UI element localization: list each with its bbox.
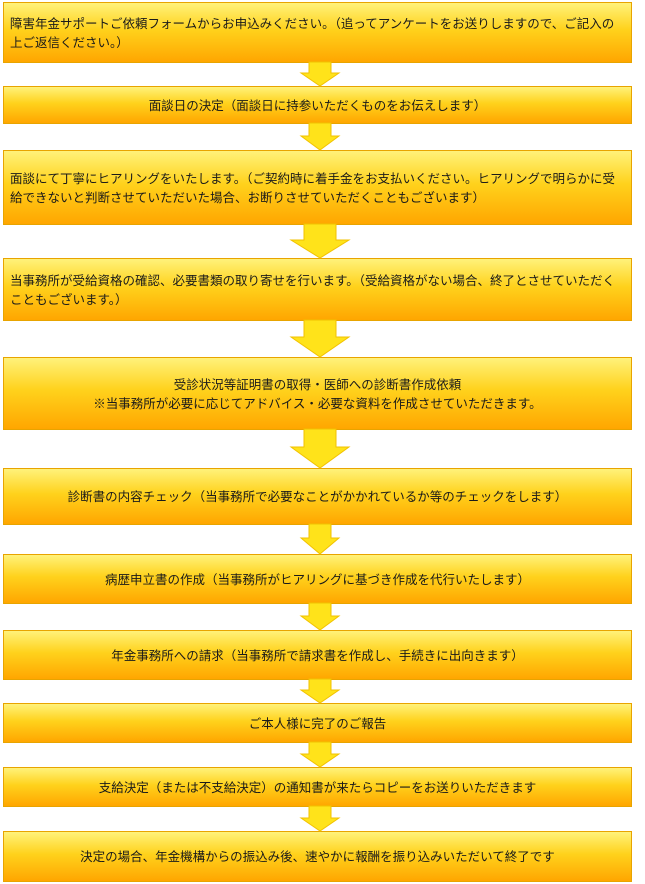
flow-step-text: 年金事務所への請求（当事務所で請求書を作成し、手続きに出向きます）	[111, 647, 524, 663]
flow-step-text: 決定の場合、年金機構からの振込み後、速やかに報酬を振り込みいただいて終了です	[80, 849, 555, 864]
flow-step-text: 面談にて丁寧にヒアリングをいたします。（ご契約時に着手金をお支払いください。ヒア…	[10, 170, 616, 205]
arrow-shape	[299, 61, 341, 87]
flow-step-text: ご本人様に完了のご報告	[248, 715, 387, 731]
flow-step-text: 障害年金サポートご依頼フォームからお申込みください。（追ってアンケートをお送りし…	[10, 15, 615, 50]
flow-step-text: 支給決定（または不支給決定）の通知書が来たらコピーをお送りいただきます	[98, 779, 537, 795]
flow-step-text: 診断書の内容チェック（当事務所で必要なことがかかれているか等のチェックをします）	[67, 489, 568, 504]
flow-step-text: 面談日の決定（面談日に持参いただくものをお伝えします）	[148, 97, 487, 113]
flow-step-3: 面談にて丁寧にヒアリングをいたします。（ご契約時に着手金をお支払いください。ヒア…	[3, 150, 632, 225]
down-arrow-icon	[299, 602, 341, 631]
down-arrow-icon	[299, 805, 341, 832]
down-arrow-icon	[299, 523, 341, 555]
arrow-shape	[299, 523, 341, 555]
down-arrow-icon	[299, 122, 341, 151]
down-arrow-icon	[289, 319, 351, 358]
arrow-shape	[299, 805, 341, 832]
flow-step-6: 診断書の内容チェック（当事務所で必要なことがかかれているか等のチェックをします）	[3, 468, 632, 525]
flow-step-5: 受診状況等証明書の取得・医師への診断書作成依頼 ※当事務所が必要に応じてアドバイ…	[3, 357, 632, 430]
arrow-shape	[289, 319, 351, 358]
flow-step-text: 受診状況等証明書の取得・医師への診断書作成依頼 ※当事務所が必要に応じてアドバイ…	[93, 376, 542, 411]
down-arrow-icon	[299, 61, 341, 87]
arrow-shape	[289, 428, 351, 469]
flow-step-9: ご本人様に完了のご報告	[3, 703, 632, 743]
flow-step-11: 決定の場合、年金機構からの振込み後、速やかに報酬を振り込みいただいて終了です	[3, 831, 632, 882]
down-arrow-icon	[299, 741, 341, 768]
flow-step-text: 病歴申立書の作成（当事務所がヒアリングに基づき作成を代行いたします）	[104, 571, 530, 587]
arrow-shape	[299, 122, 341, 151]
flow-step-2: 面談日の決定（面談日に持参いただくものをお伝えします）	[3, 86, 632, 124]
arrow-shape	[299, 602, 341, 631]
flow-step-text: 当事務所が受給資格の確認、必要書類の取り寄せを行います。（受給資格がない場合、終…	[10, 272, 616, 307]
arrow-shape	[299, 678, 341, 704]
down-arrow-icon	[289, 428, 351, 469]
down-arrow-icon	[289, 223, 351, 259]
flow-step-4: 当事務所が受給資格の確認、必要書類の取り寄せを行います。（受給資格がない場合、終…	[3, 258, 632, 321]
arrow-shape	[289, 223, 351, 259]
flow-step-8: 年金事務所への請求（当事務所で請求書を作成し、手続きに出向きます）	[3, 630, 632, 680]
flow-step-10: 支給決定（または不支給決定）の通知書が来たらコピーをお送りいただきます	[3, 767, 632, 807]
down-arrow-icon	[299, 678, 341, 704]
arrow-shape	[299, 741, 341, 768]
flow-step-1: 障害年金サポートご依頼フォームからお申込みください。（追ってアンケートをお送りし…	[3, 2, 632, 63]
flow-step-7: 病歴申立書の作成（当事務所がヒアリングに基づき作成を代行いたします）	[3, 554, 632, 604]
